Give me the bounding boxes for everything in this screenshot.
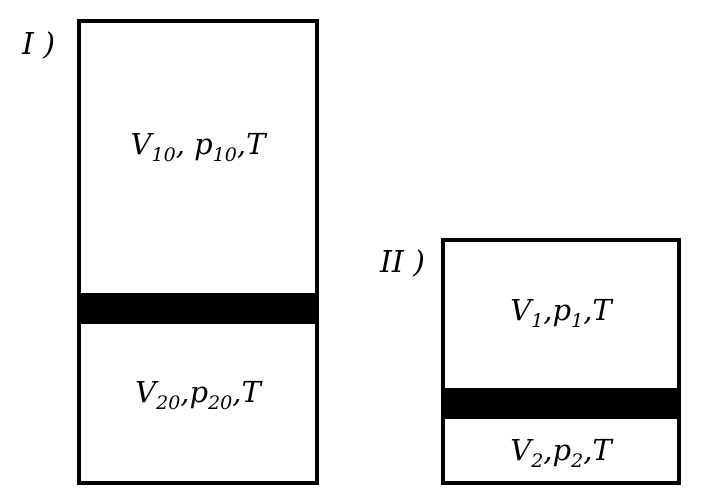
case-label-ii: II ) — [380, 245, 425, 280]
separator: , — [175, 127, 195, 161]
upper-gas-state-ii: V1,p1,T — [445, 293, 677, 331]
volume-symbol: V — [510, 433, 532, 467]
vessel-case-i: V10, p10,T V20,p20,T — [77, 19, 319, 485]
temperature-symbol: T — [241, 375, 261, 409]
lower-gas-state-i: V20,p20,T — [81, 375, 315, 413]
case-label-i: I ) — [22, 27, 56, 62]
temperature-symbol: T — [592, 433, 612, 467]
separator: , — [236, 127, 247, 161]
pressure-symbol: p — [552, 433, 572, 467]
pressure-subscript: 10 — [212, 144, 237, 166]
pressure-subscript: 1 — [571, 310, 584, 332]
separator: , — [583, 293, 593, 327]
volume-subscript: 2 — [531, 450, 544, 472]
upper-gas-state-i: V10, p10,T — [81, 127, 315, 165]
piston-case-i — [81, 293, 315, 324]
volume-subscript: 20 — [156, 392, 181, 414]
volume-subscript: 10 — [151, 144, 176, 166]
lower-gas-state-ii: V2,p2,T — [445, 433, 677, 471]
pressure-symbol: p — [552, 293, 572, 327]
pressure-subscript: 2 — [571, 450, 584, 472]
piston-case-ii — [445, 388, 677, 419]
vessel-case-ii: V1,p1,T V2,p2,T — [441, 238, 681, 485]
pressure-symbol: p — [194, 127, 213, 161]
pressure-symbol: p — [189, 375, 209, 409]
pressure-subscript: 20 — [208, 392, 233, 414]
volume-symbol: V — [510, 293, 532, 327]
volume-symbol: V — [135, 375, 157, 409]
separator: , — [180, 375, 190, 409]
separator: , — [543, 433, 553, 467]
volume-symbol: V — [130, 127, 152, 161]
volume-subscript: 1 — [531, 310, 544, 332]
separator: , — [543, 293, 553, 327]
temperature-symbol: T — [592, 293, 612, 327]
separator: , — [232, 375, 242, 409]
temperature-symbol: T — [246, 127, 266, 161]
separator: , — [583, 433, 593, 467]
